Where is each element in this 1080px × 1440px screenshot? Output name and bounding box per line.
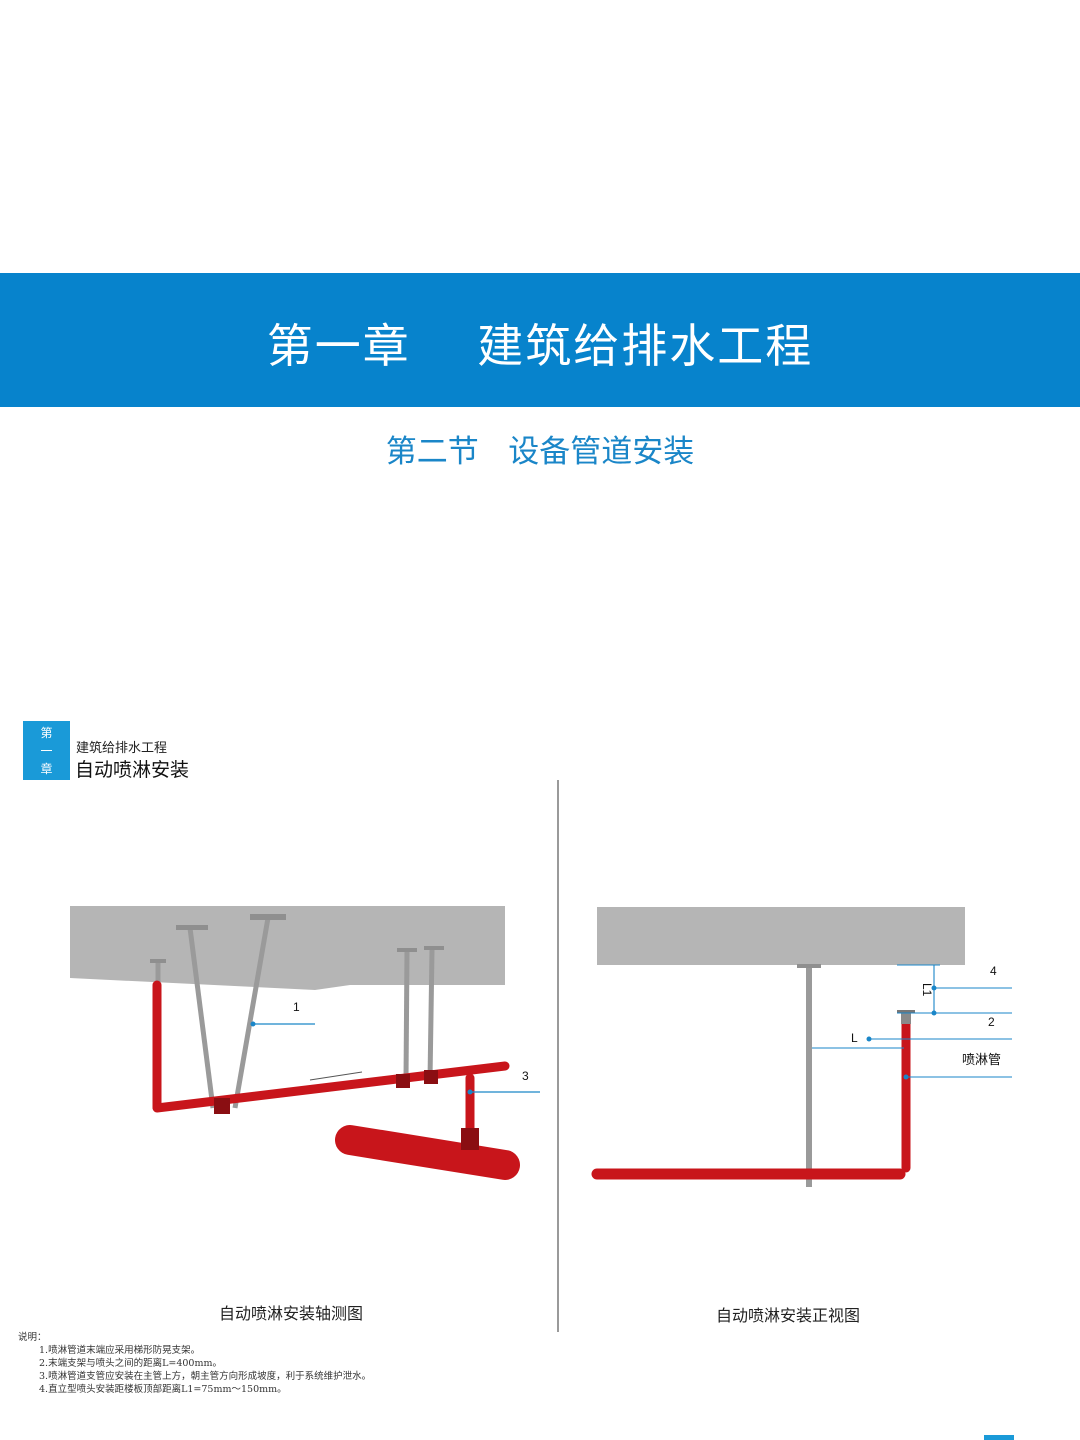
note-item: 3.喷淋管道支管应安装在主管上方，朝主管方向形成坡度，利于系统维护泄水。 xyxy=(39,1371,372,1382)
callout-2-label: 2 xyxy=(988,1015,995,1029)
pipe-fittings xyxy=(214,1070,479,1150)
notes-heading: 说明： xyxy=(18,1332,47,1343)
badge-char: 第 xyxy=(40,725,53,740)
dimension-L1-label: L1 xyxy=(920,983,934,997)
header-subtitle: 建筑给排水工程 xyxy=(76,741,168,756)
callout-3-label: 3 xyxy=(522,1069,529,1083)
callout-1-label: 1 xyxy=(293,1000,300,1014)
page-marker xyxy=(984,1435,1014,1440)
badge-char: 章 xyxy=(40,761,53,776)
panel-divider xyxy=(557,780,559,1332)
right-diagram-caption: 自动喷淋安装正视图 xyxy=(715,1306,860,1325)
chapter-banner xyxy=(0,273,1080,407)
left-diagram-caption: 自动喷淋安装轴测图 xyxy=(218,1304,363,1323)
hanger-rods xyxy=(155,917,435,1109)
note-item: 2.末端支架与喷头之间的距离L=400mm。 xyxy=(39,1358,222,1369)
sprinkler-pipe-label: 喷淋管 xyxy=(962,1053,1001,1068)
header-title: 自动喷淋安装 xyxy=(75,759,190,781)
dimension-L-label: L xyxy=(851,1031,858,1045)
note-item: 1.喷淋管道末端应采用梯形防晃支架。 xyxy=(39,1345,201,1356)
chapter-title: 第一章 建筑给排水工程 xyxy=(266,319,814,373)
front-view-diagram xyxy=(591,907,1012,1187)
ceiling-slab-front xyxy=(597,907,965,965)
callout-4-label: 4 xyxy=(990,964,997,978)
hanger-rod-front xyxy=(806,965,812,1187)
chapter-badge: 第 一 章 xyxy=(23,721,70,780)
badge-char: 一 xyxy=(40,743,53,758)
section-title: 第二节 设备管道安装 xyxy=(385,434,695,470)
sprinkler-head xyxy=(901,1012,911,1024)
slope-arrow xyxy=(309,1071,363,1081)
notes-block: 说明： 1.喷淋管道末端应采用梯形防晃支架。 2.末端支架与喷头之间的距离L=4… xyxy=(18,1331,371,1396)
axonometric-diagram xyxy=(70,906,540,1180)
note-item: 4.直立型喷头安装距楼板顶部距离L1=75mm～150mm。 xyxy=(39,1384,287,1395)
hanger-plates xyxy=(150,914,444,963)
